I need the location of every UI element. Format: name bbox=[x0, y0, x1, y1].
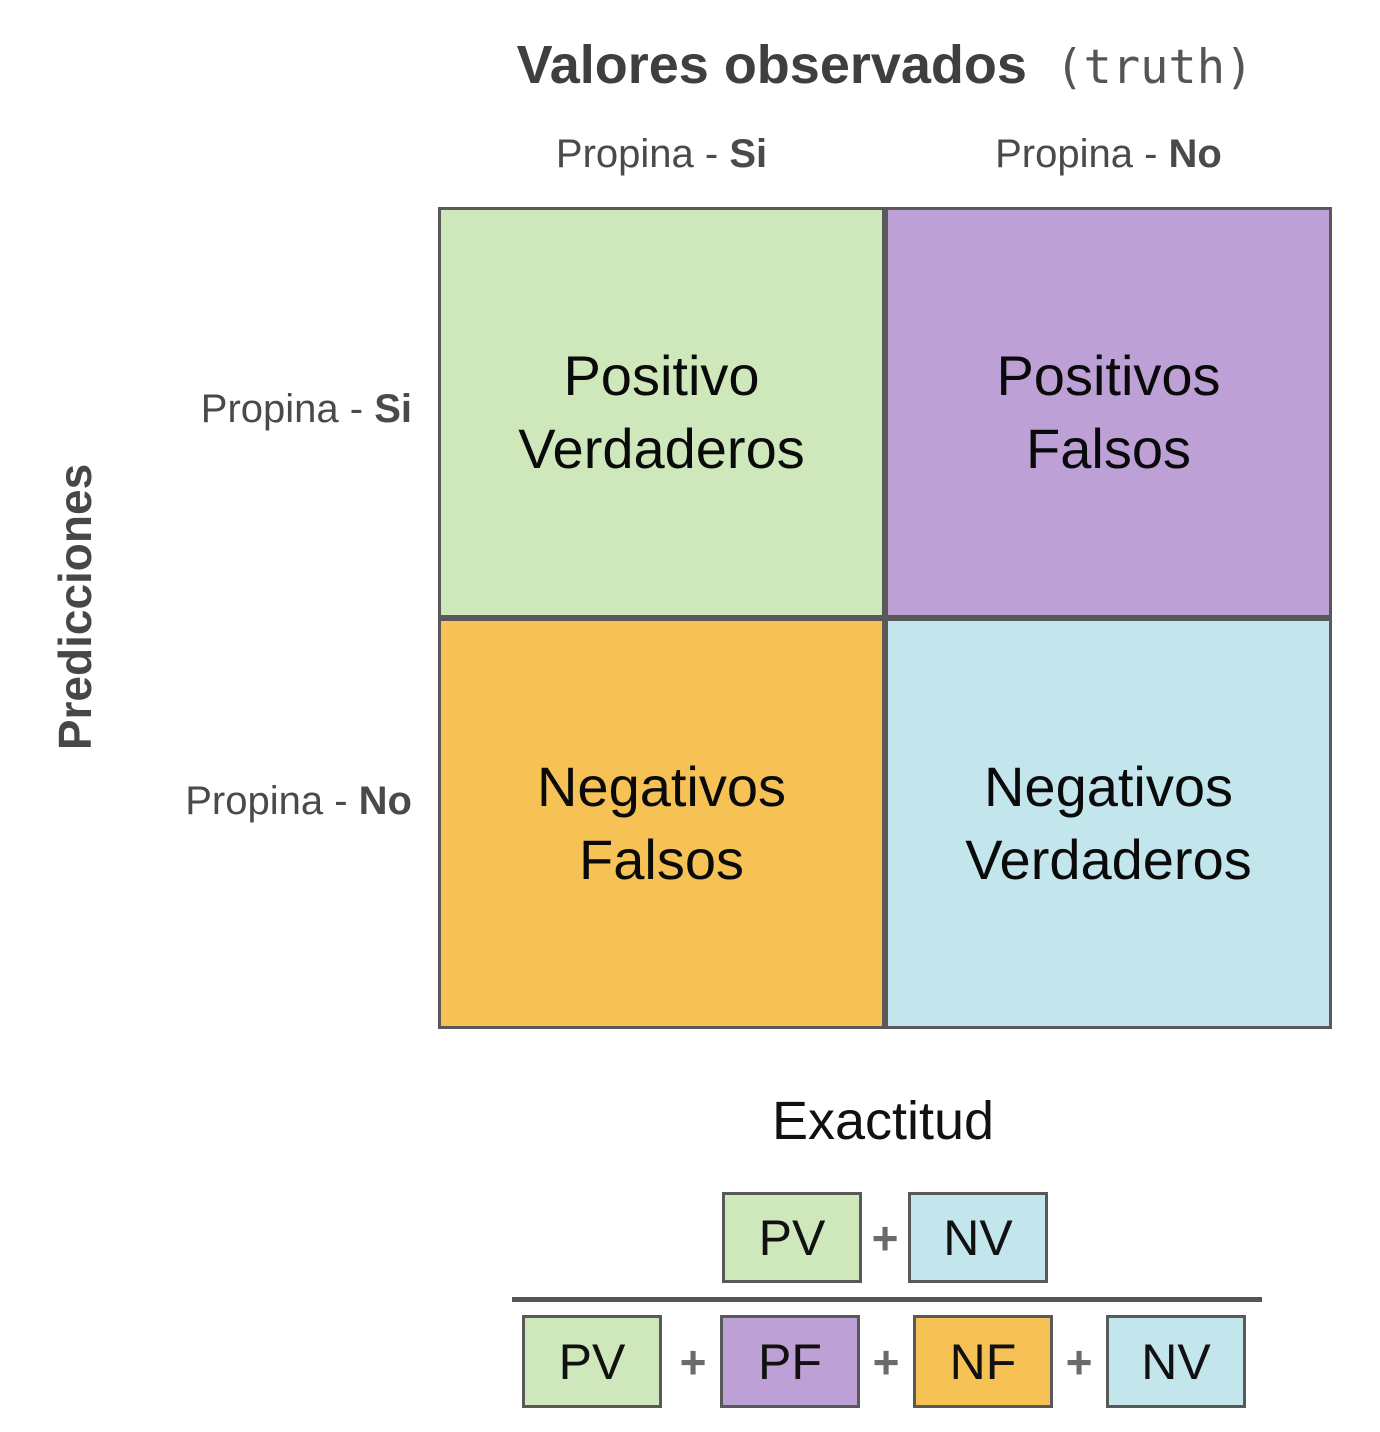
cell-line2: Verdaderos bbox=[518, 416, 805, 480]
column-header-propina-no: Propina - No bbox=[885, 128, 1332, 180]
formula-denominator-pv-box: PV bbox=[522, 1315, 662, 1408]
row-label-value: Si bbox=[374, 387, 412, 431]
cell-positivos-falsos: Positivos Falsos bbox=[885, 207, 1332, 618]
cell-line1: Positivo bbox=[563, 343, 760, 407]
cell-positivo-verdaderos: Positivo Verdaderos bbox=[438, 207, 885, 618]
plus-sign: + bbox=[872, 1335, 900, 1388]
row-label-propina-no: Propina - No bbox=[120, 779, 412, 823]
title-truth-suffix: (truth) bbox=[1026, 40, 1254, 95]
plus-sign: + bbox=[871, 1211, 899, 1264]
formula-box-label: NF bbox=[949, 1333, 1017, 1390]
fraction-line bbox=[512, 1297, 1262, 1302]
formula-box-label: NV bbox=[943, 1209, 1013, 1266]
column-header-propina-si: Propina - Si bbox=[438, 128, 885, 180]
formula-denominator-nf-box: NF bbox=[913, 1315, 1053, 1408]
formula-box-label: PV bbox=[558, 1333, 626, 1390]
y-axis-label: Predicciones bbox=[49, 463, 101, 751]
formula-box-label: PF bbox=[758, 1333, 822, 1390]
formula-numerator-pv-box: PV bbox=[722, 1192, 862, 1283]
column-header-value: Si bbox=[729, 132, 768, 176]
column-header-prefix: Propina - bbox=[555, 132, 730, 176]
page-title: Valores observados (truth) bbox=[398, 34, 1372, 96]
cell-line2: Verdaderos bbox=[965, 827, 1252, 891]
plus-sign: + bbox=[1065, 1335, 1093, 1388]
formula-title: Exactitud bbox=[771, 1091, 995, 1151]
column-header-prefix: Propina - bbox=[995, 132, 1169, 176]
row-label-propina-si: Propina - Si bbox=[120, 387, 412, 431]
title-main: Valores observados bbox=[516, 35, 1027, 95]
confusion-matrix-grid: Positivo Verdaderos Positivos Falsos Neg… bbox=[438, 207, 1332, 1029]
column-header-value: No bbox=[1168, 132, 1222, 176]
formula-box-label: PV bbox=[758, 1209, 826, 1266]
formula-numerator-nv-box: NV bbox=[908, 1192, 1048, 1283]
row-label-value: No bbox=[358, 779, 412, 823]
cell-line1: Positivos bbox=[996, 343, 1221, 407]
cell-line2: Falsos bbox=[579, 827, 744, 891]
plus-sign: + bbox=[679, 1335, 707, 1388]
cell-negativos-falsos: Negativos Falsos bbox=[438, 618, 885, 1029]
formula-denominator-pf-box: PF bbox=[720, 1315, 860, 1408]
row-label-prefix: Propina - bbox=[200, 387, 375, 431]
cell-line1: Negativos bbox=[536, 754, 787, 818]
row-label-prefix: Propina - bbox=[185, 779, 359, 823]
cell-line1: Negativos bbox=[983, 754, 1234, 818]
cell-negativos-verdaderos: Negativos Verdaderos bbox=[885, 618, 1332, 1029]
cell-line2: Falsos bbox=[1026, 416, 1191, 480]
formula-box-label: NV bbox=[1141, 1333, 1211, 1390]
formula-denominator-nv-box: NV bbox=[1106, 1315, 1246, 1408]
